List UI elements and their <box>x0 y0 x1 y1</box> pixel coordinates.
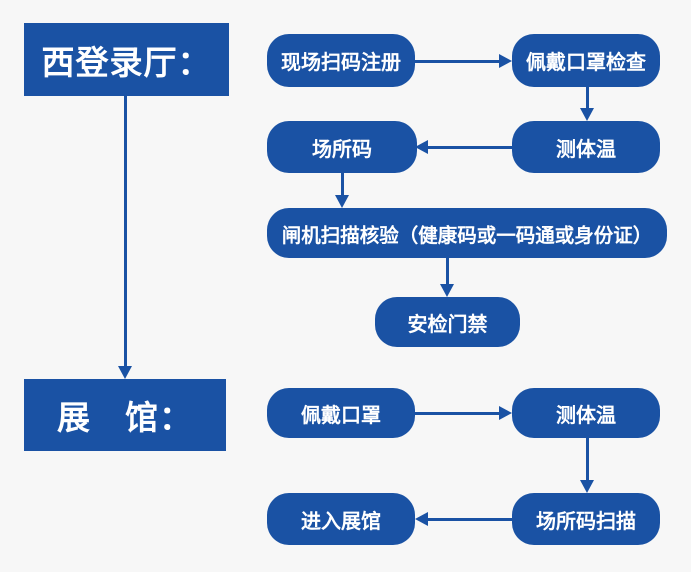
arrow-temperature-to-venue-code <box>415 140 512 154</box>
node-enter-exhibition-hall: 进入展馆 <box>267 493 415 545</box>
arrow-line <box>585 438 589 480</box>
node-onsite-scan-register: 现场扫码注册 <box>267 34 415 87</box>
arrow-line <box>415 411 500 415</box>
arrow-mask-check-to-temperature <box>580 87 594 121</box>
arrow-head-right-icon <box>499 406 512 420</box>
arrow-head-down-icon <box>440 284 454 297</box>
arrow-west-hall-to-exhibition-hall <box>118 96 132 379</box>
node-wear-mask: 佩戴口罩 <box>267 388 415 438</box>
arrow-gate-verification-to-security-gate <box>440 257 454 297</box>
arrow-line <box>427 145 512 149</box>
arrow-temperature-to-venue-code-scan <box>580 438 594 493</box>
arrow-line <box>445 257 449 284</box>
arrow-head-down-icon <box>580 108 594 121</box>
node-venue-code-scan: 场所码扫描 <box>512 493 660 545</box>
arrow-wear-mask-to-temperature <box>415 406 512 420</box>
arrow-line <box>427 517 512 521</box>
node-security-gate: 安检门禁 <box>375 297 520 347</box>
section-title-west-registration-hall: 西登录厅： <box>24 23 229 96</box>
arrow-venue-code-to-gate-verification <box>335 173 349 208</box>
arrow-scan-register-to-mask-check <box>415 54 512 68</box>
arrow-venue-code-scan-to-enter-hall <box>415 512 512 526</box>
node-temperature-check-2: 测体温 <box>512 388 660 438</box>
node-temperature-check: 测体温 <box>512 121 660 173</box>
arrow-head-left-icon <box>415 140 428 154</box>
arrow-line <box>415 59 500 63</box>
arrow-head-down-icon <box>580 480 594 493</box>
arrow-line <box>123 96 127 366</box>
arrow-head-left-icon <box>415 512 428 526</box>
arrow-head-down-icon <box>118 366 132 379</box>
arrow-line <box>340 173 344 195</box>
arrow-head-down-icon <box>335 195 349 208</box>
node-gate-scan-verification: 闸机扫描核验（健康码或一码通或身份证） <box>267 208 667 258</box>
arrow-head-right-icon <box>499 54 512 68</box>
node-venue-code: 场所码 <box>267 121 417 173</box>
section-title-exhibition-hall: 展 馆： <box>24 379 226 451</box>
node-mask-wearing-check: 佩戴口罩检查 <box>512 34 660 87</box>
arrow-line <box>585 87 589 108</box>
